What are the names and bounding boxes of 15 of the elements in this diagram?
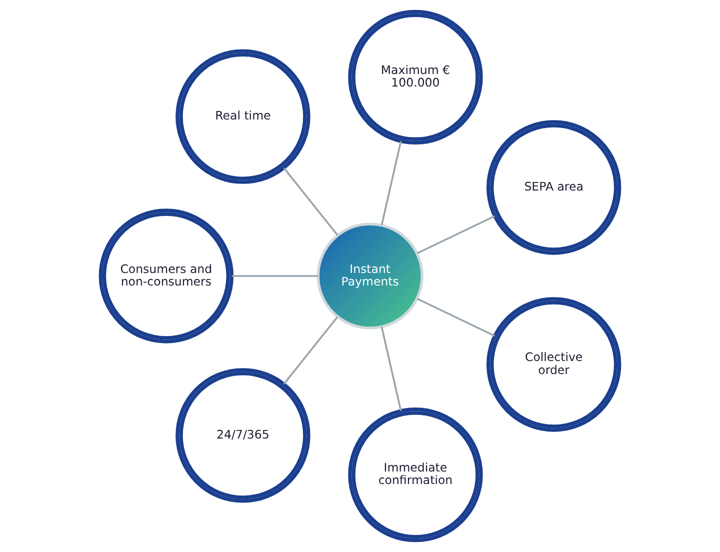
node-circle: 24/7/365: [176, 368, 310, 503]
node-circle: Immediate confirmation: [348, 407, 483, 542]
node-circle: Collective order: [486, 297, 622, 432]
node-circle: Consumers and non-consumers: [98, 208, 234, 344]
node-circle: Instant Payments: [316, 222, 424, 330]
connector: [283, 316, 338, 385]
connector: [416, 215, 496, 254]
connector: [283, 167, 338, 236]
connector: [380, 140, 402, 226]
connector: [416, 298, 496, 337]
node-circle: Real time: [176, 49, 310, 184]
connector: [232, 275, 318, 277]
node-circle: SEPA area: [486, 120, 622, 255]
node-circle: Maximum € 100.000: [348, 10, 483, 145]
connector: [380, 326, 402, 412]
